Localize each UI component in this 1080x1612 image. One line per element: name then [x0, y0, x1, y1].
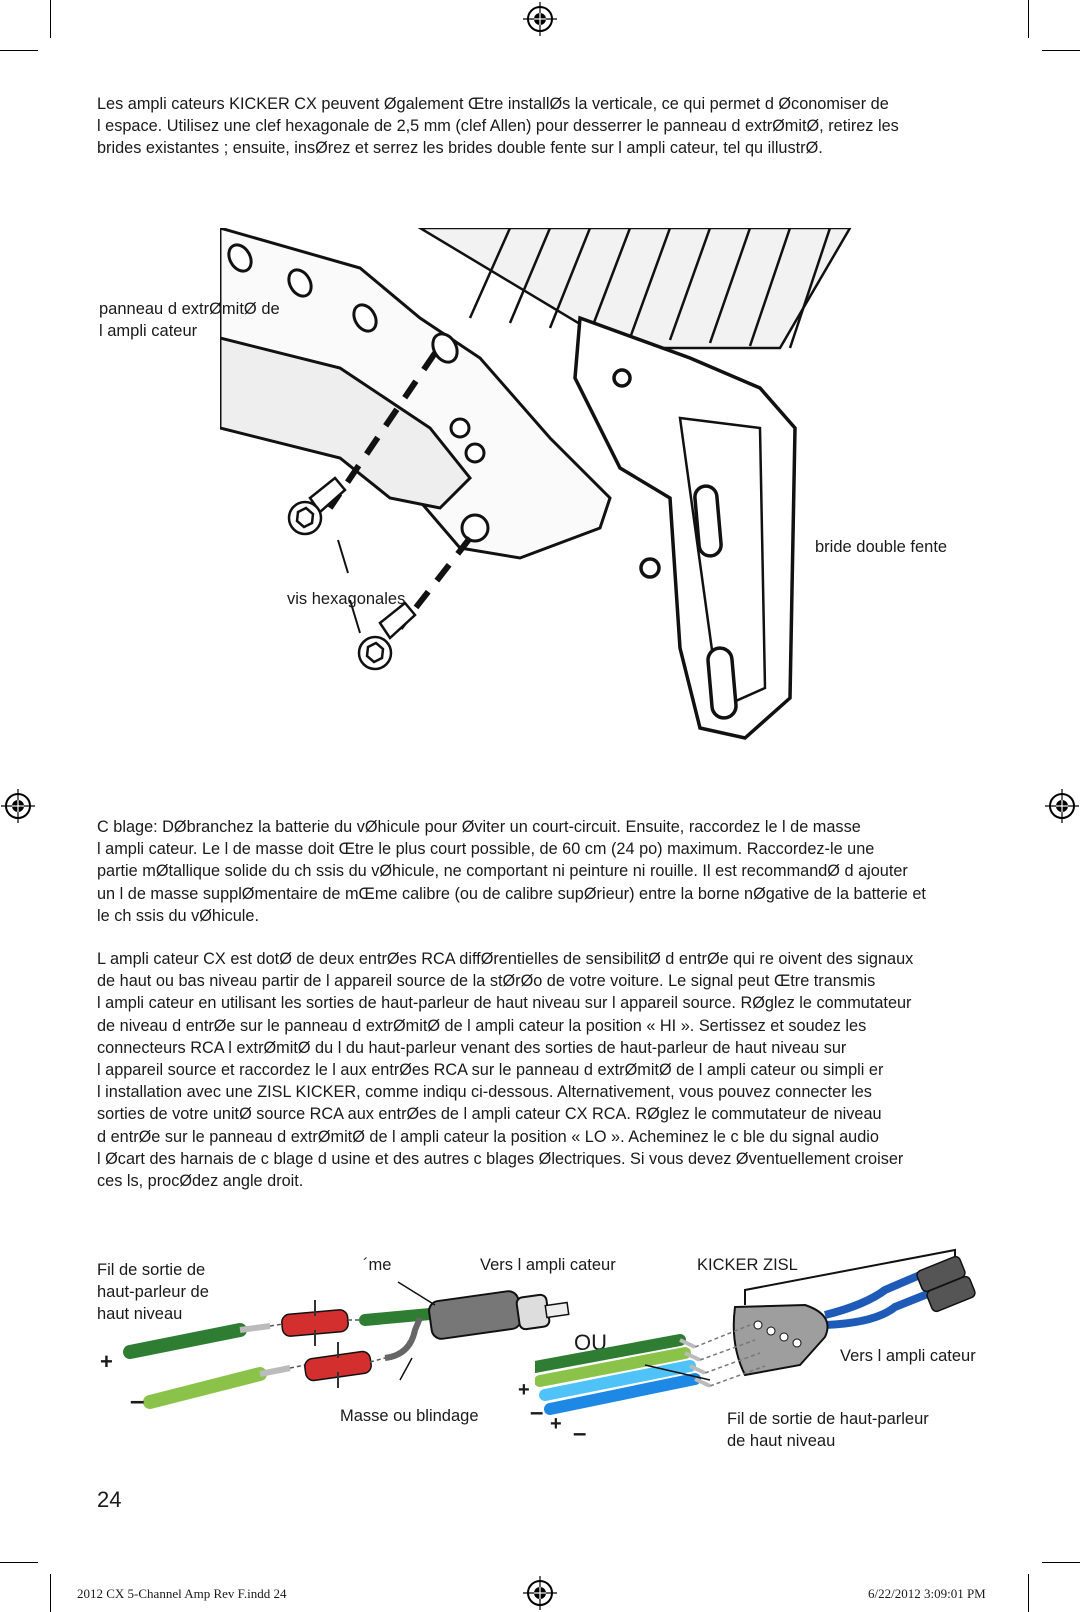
text-line: l ampli cateur. Le l de masse doit Œtre … [97, 840, 875, 859]
label-line: Fil de sortie de [97, 1261, 206, 1279]
crop-mark [1042, 50, 1080, 51]
label-line: de haut niveau [727, 1432, 836, 1450]
text-line: connecteurs RCA l extrØmitØ du l du haut… [97, 1038, 847, 1057]
inputs-paragraph: L ampli cateur CX est dotØ de deux entrØ… [97, 948, 1072, 1192]
text-line: partie mØtallique solide du ch ssis du v… [97, 862, 908, 881]
zisl-minus-sign: – [530, 1399, 544, 1426]
speaker-output-label: Fil de sortie de haut-parleur de haut ni… [97, 1259, 209, 1325]
zisl-product-label: KICKER ZISL [697, 1256, 798, 1274]
crop-mark [50, 1574, 51, 1612]
rca-wiring-illustration [123, 1281, 570, 1409]
label-line: haut-parleur de [97, 1283, 209, 1301]
registration-mark-top-icon [523, 2, 557, 36]
wiring-paragraph: C blage: DØbranchez la batterie du vØhic… [97, 816, 1072, 927]
text-line: l appareil source et raccordez le l aux … [97, 1061, 884, 1080]
text-line: l ampli cateur en utilisant les sorties … [97, 994, 912, 1013]
zisl-minus-sign: – [573, 1420, 587, 1447]
female-connector-label: ´me [363, 1256, 392, 1274]
registration-mark-bottom-icon [523, 1576, 557, 1610]
text-line: l Øcart des harnais de c blage d usine e… [97, 1149, 904, 1168]
text-line: Les ampli cateurs KICKER CX peuvent Øgal… [97, 95, 889, 113]
to-amplifier-label: Vers l ampli cateur [480, 1256, 616, 1274]
double-slot-bracket [573, 315, 797, 740]
crop-mark [0, 1562, 38, 1563]
bracket-label: bride double fente [815, 538, 948, 556]
label-line: panneau d extrØmitØ de [99, 300, 280, 318]
plus-sign: + [100, 1349, 113, 1374]
hex-screw-icon [357, 601, 417, 671]
crop-mark [0, 50, 38, 51]
text-line: ces ls, procØdez angle droit. [97, 1172, 304, 1191]
crop-mark [1042, 1562, 1080, 1563]
registration-mark-right-icon [1045, 789, 1079, 823]
minus-sign: – [130, 1385, 145, 1415]
text-line: de niveau d entrØe sur le panneau d extr… [97, 1016, 867, 1035]
text-line: de haut ou bas niveau partir de l appare… [97, 972, 876, 991]
crop-mark [1028, 0, 1029, 38]
zisl-to-amplifier-label: Vers l ampli cateur [840, 1347, 976, 1365]
text-line: sorties de votre unitØ source RCA aux en… [97, 1105, 882, 1124]
text-line: L ampli cateur CX est dotØ de deux entrØ… [97, 950, 914, 968]
footer-file-name: 2012 CX 5-Channel Amp Rev F.indd 24 [77, 1586, 287, 1601]
ground-shield-label: Masse ou blindage [340, 1407, 479, 1425]
text-line: C blage: DØbranchez la batterie du vØhic… [97, 818, 861, 836]
hex-screw-icon [287, 476, 347, 536]
footer-timestamp: 6/22/2012 3:09:01 PM [868, 1586, 986, 1601]
vertical-mount-illustration [220, 228, 852, 740]
crop-mark [1028, 1574, 1029, 1612]
zisl-plus-sign: + [518, 1379, 530, 1401]
text-line: un l de masse supplØmentaire de mŒme cal… [97, 884, 926, 903]
page-number: 24 [97, 1487, 122, 1512]
zisl-plus-sign: + [550, 1413, 562, 1435]
text-line: l installation avec une ZISL KICKER, com… [97, 1083, 872, 1102]
text-line: le ch ssis du vØhicule. [97, 906, 259, 925]
amplifier-end-panel [220, 228, 612, 560]
registration-mark-left-icon [1, 789, 35, 823]
screws-label: vis hexagonales [287, 590, 406, 608]
zisl-adapter-illustration [535, 1248, 976, 1415]
crop-mark [50, 0, 51, 38]
label-line: Fil de sortie de haut-parleur [727, 1410, 929, 1428]
end-panel-label: panneau d extrØmitØ de l ampli cateur [99, 298, 280, 342]
zisl-speaker-wire-label: Fil de sortie de haut-parleur de haut ni… [727, 1408, 929, 1452]
text-line: l espace. Utilisez une clef hexagonale d… [97, 117, 899, 136]
or-label: OU [574, 1330, 607, 1355]
intro-paragraph: Les ampli cateurs KICKER CX peuvent Øgal… [97, 93, 1072, 160]
amplifier-heatsink [417, 228, 852, 350]
label-line: l ampli cateur [99, 322, 198, 340]
text-line: brides existantes ; ensuite, insØrez et … [97, 139, 823, 158]
text-line: d entrØe sur le panneau d extrØmitØ de l… [97, 1127, 879, 1146]
label-line: haut niveau [97, 1305, 183, 1323]
